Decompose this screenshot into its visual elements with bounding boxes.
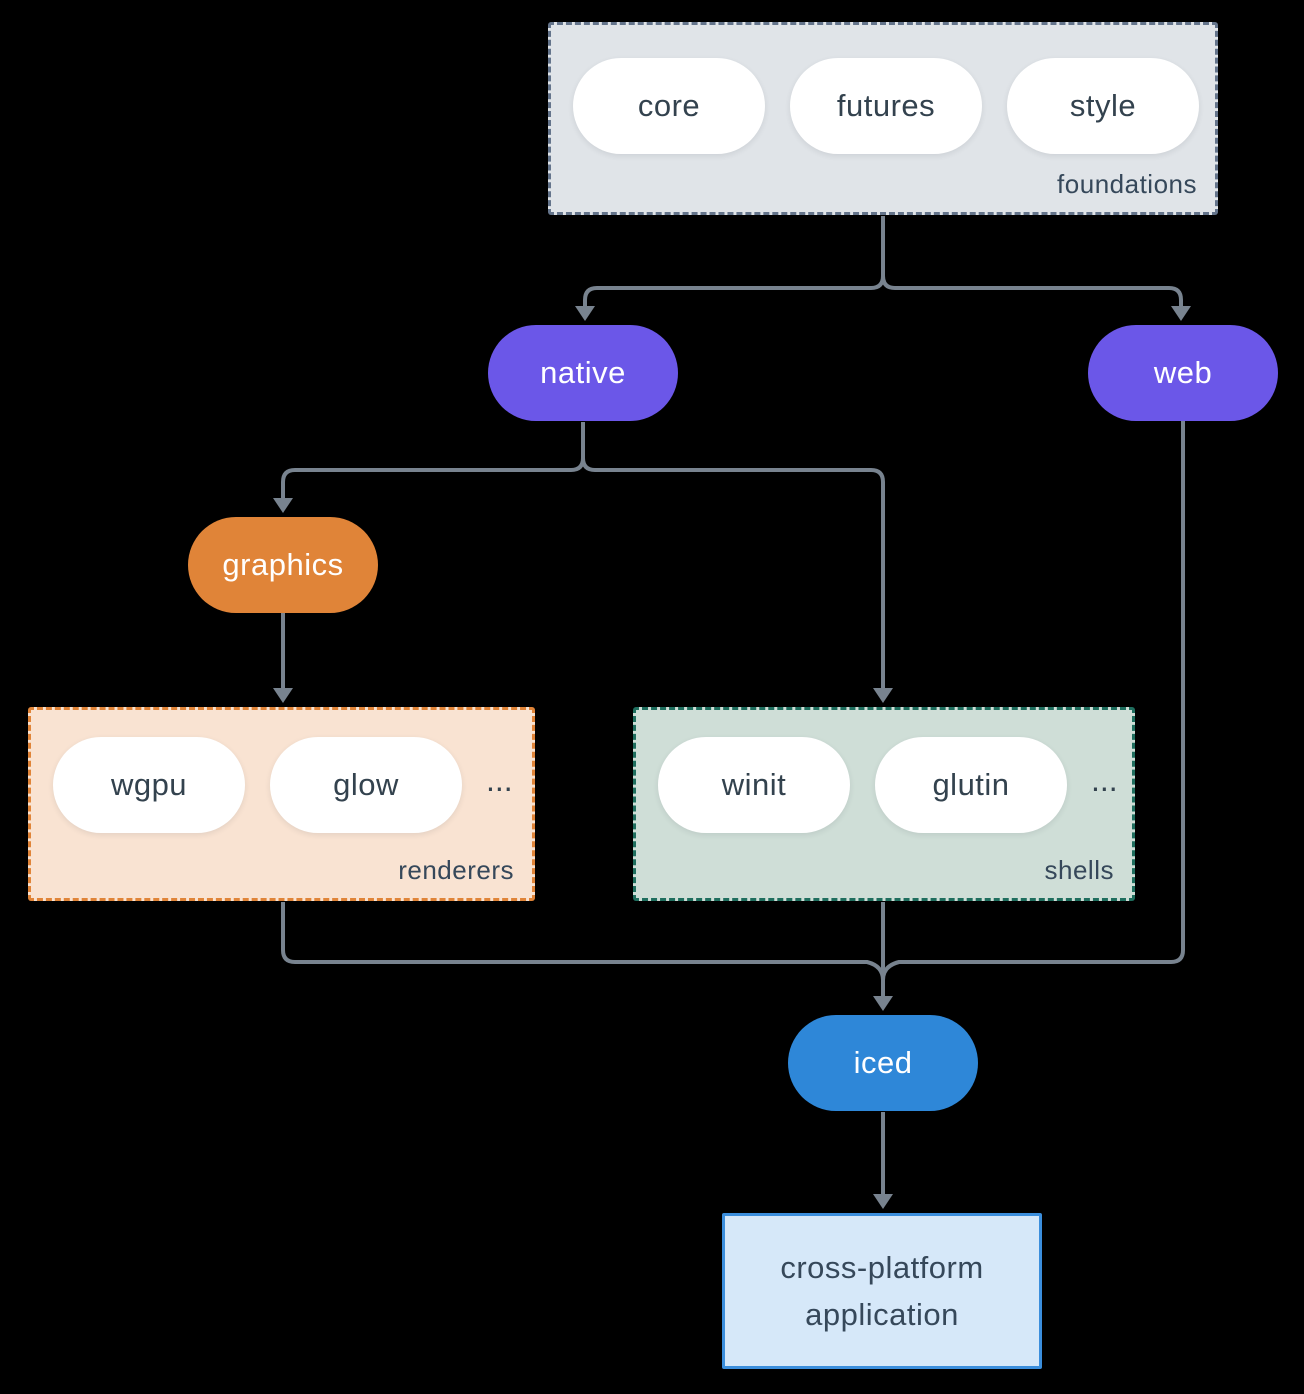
node-futures: futures [790, 58, 982, 154]
edge-foundations-native [583, 216, 885, 306]
node-native: native [488, 325, 678, 421]
node-style: style [1007, 58, 1199, 154]
node-graphics: graphics [188, 517, 378, 613]
group-foundations: core futures style foundations [548, 22, 1218, 215]
arrowhead-web [1171, 306, 1191, 321]
group-shells: winit glutin ... shells [633, 707, 1135, 901]
node-winit: winit [658, 737, 850, 833]
foundations-label: foundations [1057, 169, 1197, 199]
foundations-pill-row: core futures style [573, 58, 1199, 154]
edge-native-graphics [281, 422, 585, 498]
arrowhead-shells [873, 688, 893, 703]
arrowhead-native [575, 306, 595, 321]
arrowhead-graphics [273, 498, 293, 513]
arrowhead-application [873, 1194, 893, 1209]
group-renderers: wgpu glow ... renderers [28, 707, 535, 901]
renderers-label: renderers [398, 855, 514, 885]
arrowhead-renderers [273, 688, 293, 703]
node-glow: glow [270, 737, 462, 833]
node-core: core [573, 58, 765, 154]
renderers-pill-row: wgpu glow ... [53, 737, 513, 833]
node-web: web [1088, 325, 1278, 421]
node-wgpu: wgpu [53, 737, 245, 833]
shells-ellipsis: ... [1091, 761, 1118, 798]
edge-foundations-web [881, 216, 1183, 306]
shells-label: shells [1044, 855, 1114, 885]
shells-pill-row: winit glutin ... [658, 737, 1118, 833]
node-cross-platform-application: cross-platform application [722, 1213, 1042, 1369]
renderers-ellipsis: ... [486, 761, 513, 798]
edge-renderers-iced [281, 902, 885, 981]
node-glutin: glutin [875, 737, 1067, 833]
node-iced: iced [788, 1015, 978, 1111]
arrowhead-iced [873, 996, 893, 1011]
edge-native-shells [581, 422, 885, 688]
